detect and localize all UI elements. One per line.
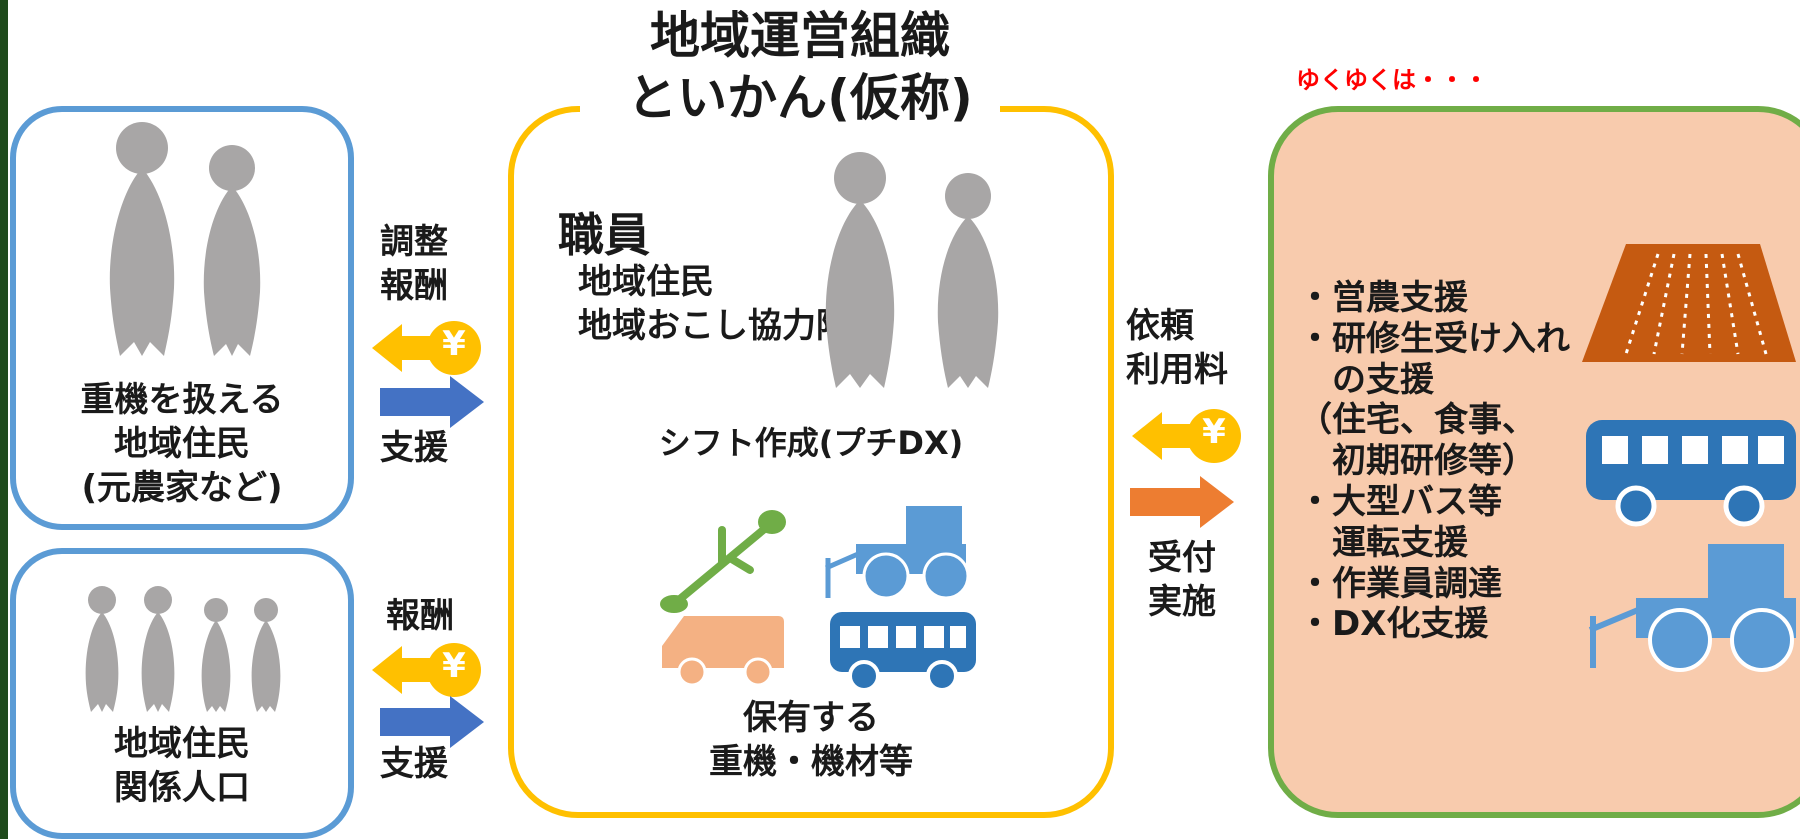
residents-box: [10, 548, 354, 839]
future-item: ・大型バス等: [1298, 481, 1502, 522]
staff-line-1: 地域住民: [578, 262, 714, 302]
service-arrow-right-icon: [1130, 476, 1234, 528]
skilled-residents-label-1: 重機を扱える: [80, 380, 284, 420]
bus-icon-future: [1586, 420, 1796, 527]
equipment-label-2: 重機・機材等: [709, 742, 913, 782]
title-backdrop: [580, 96, 1000, 116]
exchange-top-label-reward: 報酬: [380, 266, 448, 306]
support-arrow-right-icon-2: [380, 696, 484, 748]
request-label: 依頼: [1126, 306, 1194, 346]
future-item: ・作業員調達: [1298, 563, 1502, 604]
yen-symbol-2: ¥: [442, 646, 466, 686]
exchange-bottom-label-support: 支援: [380, 428, 448, 468]
future-item: の支援: [1298, 359, 1434, 400]
skilled-residents-box: [10, 106, 354, 530]
field-icon: [1582, 244, 1796, 362]
grass-trimmer-icon: [660, 510, 786, 613]
residents-label-1: 地域住民: [114, 724, 250, 764]
future-item: ・DX化支援: [1298, 604, 1489, 645]
skilled-residents-label-3: (元農家など): [81, 468, 283, 508]
future-item: ・研修生受け入れ: [1298, 318, 1570, 359]
shift-label: シフト作成(プチDX): [658, 424, 964, 462]
support-arrow-right-icon: [380, 376, 484, 428]
exchange-top-label-adjust: 調整: [380, 222, 448, 262]
yen-symbol-1: ¥: [442, 324, 466, 364]
future-item: ・営農支援: [1298, 278, 1468, 318]
implementation-label: 実施: [1148, 582, 1216, 622]
staff-line-2: 地域おこし協力隊: [578, 306, 850, 346]
future-caption: ゆくゆくは・・・: [1296, 66, 1488, 94]
organization-title-1: 地域運営組織: [650, 7, 950, 65]
equipment-label-1: 保有する: [743, 698, 879, 738]
future-item: 運転支援: [1298, 522, 1468, 563]
yen-arrow-left-icon: [372, 321, 481, 375]
future-services-list: ・営農支援 ・研修生受け入れ の支援 （住宅、食事、 初期研修等） ・大型バス等…: [1298, 278, 1570, 645]
future-item: 初期研修等）: [1298, 441, 1536, 482]
tractor-icon-future: [1588, 544, 1796, 672]
bus-icon: [830, 612, 976, 692]
staff-people-icon: [825, 152, 999, 388]
tractor-icon: [824, 506, 970, 600]
two-people-icon: [109, 122, 261, 356]
four-people-icon: [85, 586, 281, 712]
left-edge-strip: [0, 0, 8, 839]
exchange-bottom-label-support-2: 支援: [380, 744, 448, 784]
van-icon: [662, 616, 784, 687]
yen-arrow-left-icon-2: [372, 643, 481, 697]
organization-title-2: といかん(仮称): [627, 69, 973, 127]
yen-symbol-3: ¥: [1202, 412, 1226, 452]
yen-arrow-left-icon-3: [1132, 409, 1241, 463]
staff-heading: 職員: [558, 208, 650, 262]
residents-label-2: 関係人口: [114, 768, 250, 808]
future-item: （住宅、食事、: [1298, 400, 1536, 441]
exchange-top-label-reward-2: 報酬: [386, 596, 454, 636]
skilled-residents-label-2: 地域住民: [114, 424, 250, 464]
reception-label: 受付: [1148, 538, 1216, 578]
organization-box: [508, 106, 1114, 818]
fee-label: 利用料: [1126, 350, 1228, 390]
